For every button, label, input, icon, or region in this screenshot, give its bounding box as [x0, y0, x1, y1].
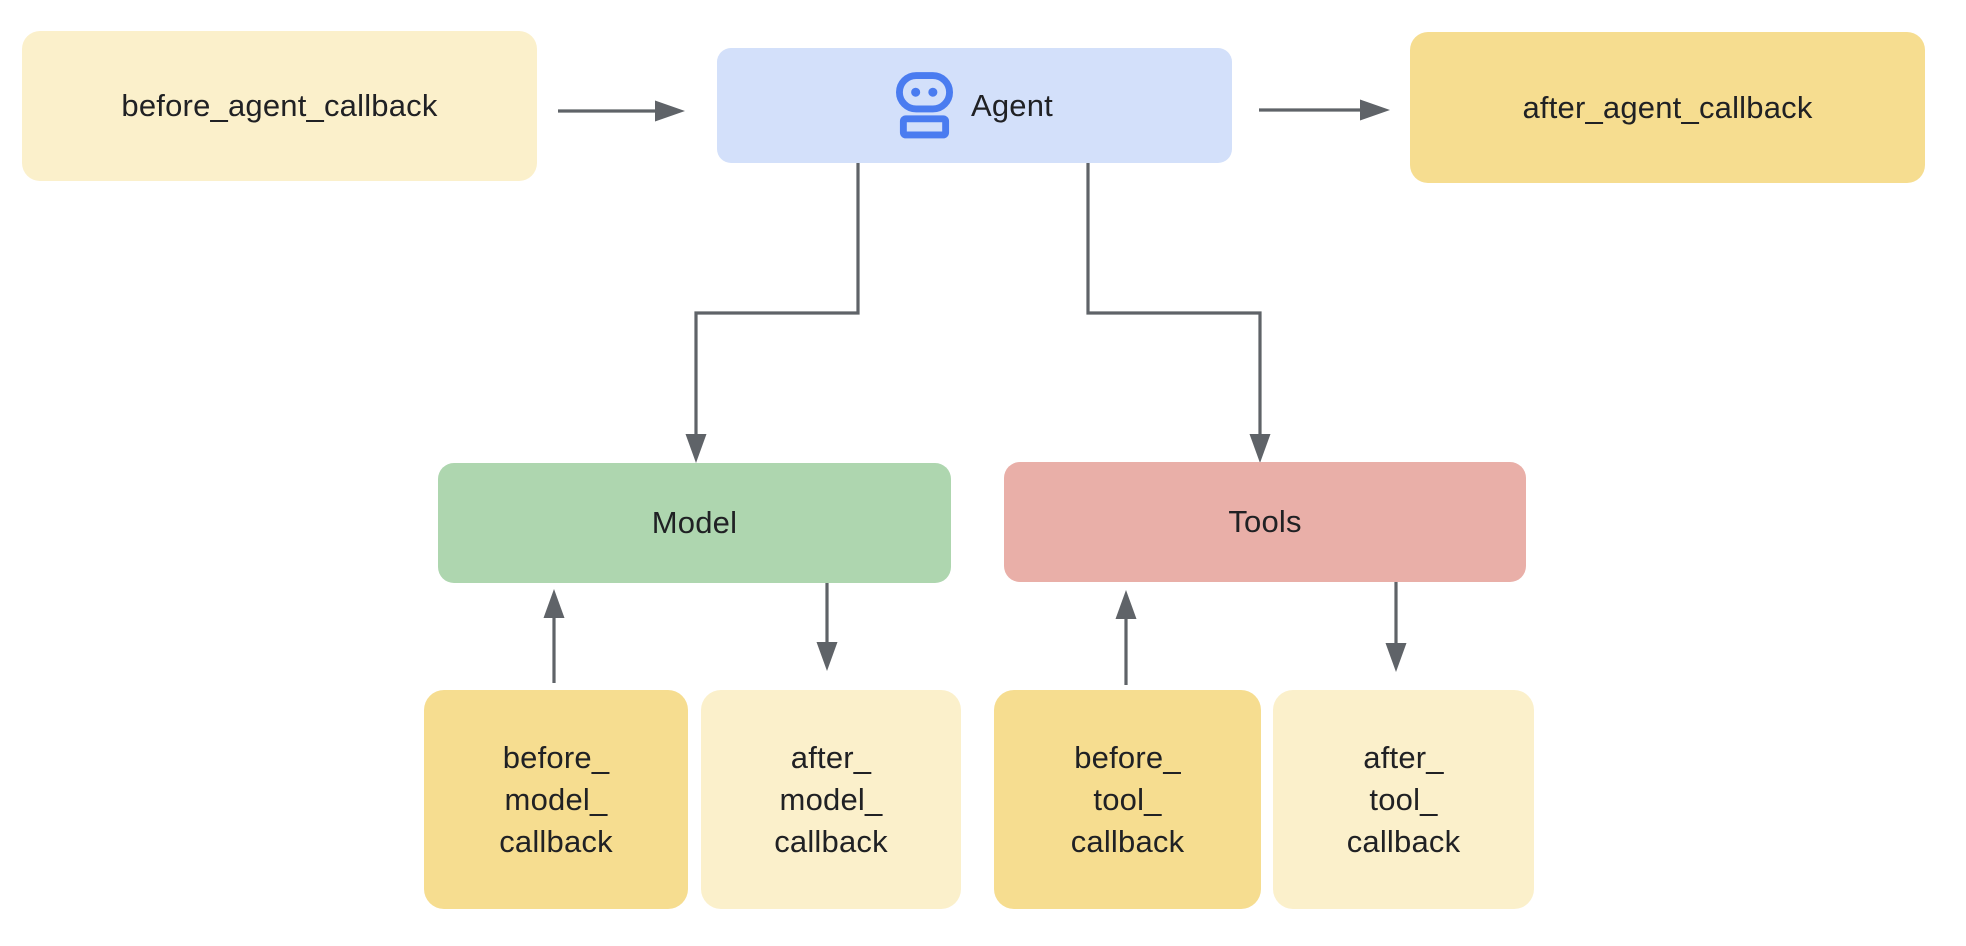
edge-model-to-after-model	[816, 583, 838, 671]
arrowhead-right-icon	[655, 100, 685, 122]
edge-agent-to-model	[685, 163, 860, 463]
edge-before-tool-to-tools	[1115, 590, 1137, 685]
node-label: after_ tool_ callback	[1346, 739, 1461, 859]
node-label: Agent	[970, 87, 1053, 123]
edge-tools-to-after-tool	[1385, 582, 1407, 672]
node-after-agent-callback: after_agent_callback	[1410, 32, 1925, 183]
node-before-agent-callback: before_agent_callback	[22, 31, 537, 181]
node-model: Model	[438, 463, 951, 583]
node-before-tool-callback: before_ tool_ callback	[994, 690, 1261, 909]
node-label: after_ model_ callback	[774, 739, 888, 859]
arrowhead-down-icon	[1385, 643, 1407, 672]
node-tools: Tools	[1004, 462, 1526, 582]
node-agent: Agent	[717, 48, 1232, 163]
node-before-model-callback: before_ model_ callback	[424, 690, 688, 909]
robot-icon	[895, 72, 953, 139]
node-label: Tools	[1228, 504, 1302, 539]
edge-agent-to-after-agent	[1259, 99, 1390, 121]
node-label: before_ tool_ callback	[1070, 739, 1185, 859]
robot-eye-right	[928, 87, 938, 97]
arrowhead-down-icon	[1249, 434, 1271, 463]
node-label: before_ model_ callback	[499, 739, 613, 859]
node-label: Model	[651, 505, 738, 540]
node-label: before_agent_callback	[121, 88, 438, 123]
arrowhead-up-icon	[1115, 590, 1137, 619]
edge-before-model-to-model	[543, 589, 565, 683]
arrowhead-down-icon	[816, 642, 838, 671]
arrowhead-down-icon	[685, 434, 707, 463]
node-after-tool-callback: after_ tool_ callback	[1273, 690, 1534, 909]
node-label: after_agent_callback	[1522, 89, 1813, 125]
node-after-model-callback: after_ model_ callback	[701, 690, 961, 909]
arrowhead-up-icon	[543, 589, 565, 618]
arrowhead-right-icon	[1360, 99, 1390, 121]
edge-agent-to-tools	[1086, 163, 1271, 463]
edge-before-agent-to-agent	[558, 100, 685, 122]
robot-eye-left	[911, 87, 921, 97]
